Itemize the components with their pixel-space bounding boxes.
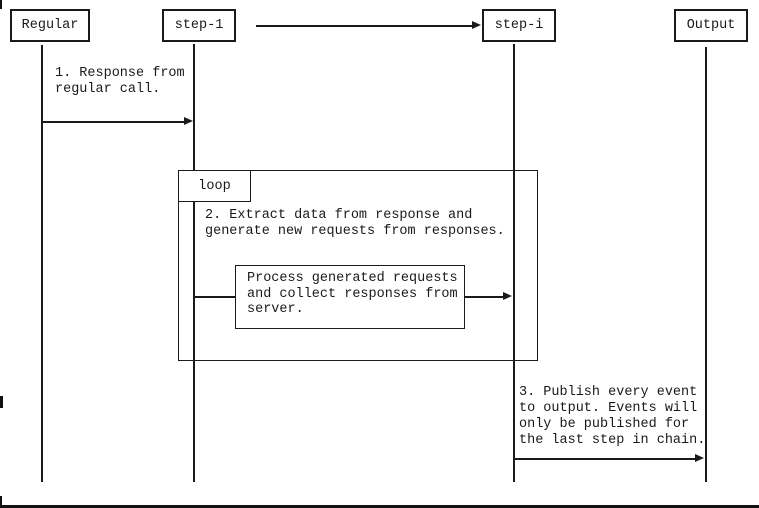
message-2-text: 2. Extract data from response and genera… (205, 208, 505, 240)
participant-step-i: step-i (482, 9, 556, 42)
participant-output: Output (674, 9, 748, 42)
message-3-arrow-line (514, 458, 695, 460)
process-box-in-line (194, 296, 235, 298)
window-edge-mark-bottom-left (0, 496, 2, 508)
loop-operator-label: loop (178, 170, 251, 202)
lifeline-step-1 (193, 44, 195, 482)
participant-step-1: step-1 (162, 9, 236, 42)
lifeline-step-i (513, 44, 515, 482)
loop-fragment (178, 170, 538, 361)
lifeline-regular (41, 45, 43, 482)
message-3-text: 3. Publish every event to output. Events… (519, 385, 706, 449)
message-1-arrow-line (42, 121, 184, 123)
message-1-text: 1. Response from regular call. (55, 66, 185, 98)
message-3-arrowhead-icon (695, 454, 704, 462)
window-edge-mark-left (0, 396, 3, 408)
message-1-arrowhead-icon (184, 117, 193, 125)
participant-regular: Regular (10, 9, 90, 42)
window-edge-mark-top-left (0, 0, 2, 9)
chain-arrow-line (256, 25, 472, 27)
process-box: Process generated requests and collect r… (235, 265, 465, 329)
lifeline-output (705, 47, 707, 482)
process-box-arrowhead-icon (503, 292, 512, 300)
process-box-out-line (465, 296, 503, 298)
chain-arrowhead-icon (472, 21, 481, 29)
window-bottom-border (0, 505, 759, 508)
